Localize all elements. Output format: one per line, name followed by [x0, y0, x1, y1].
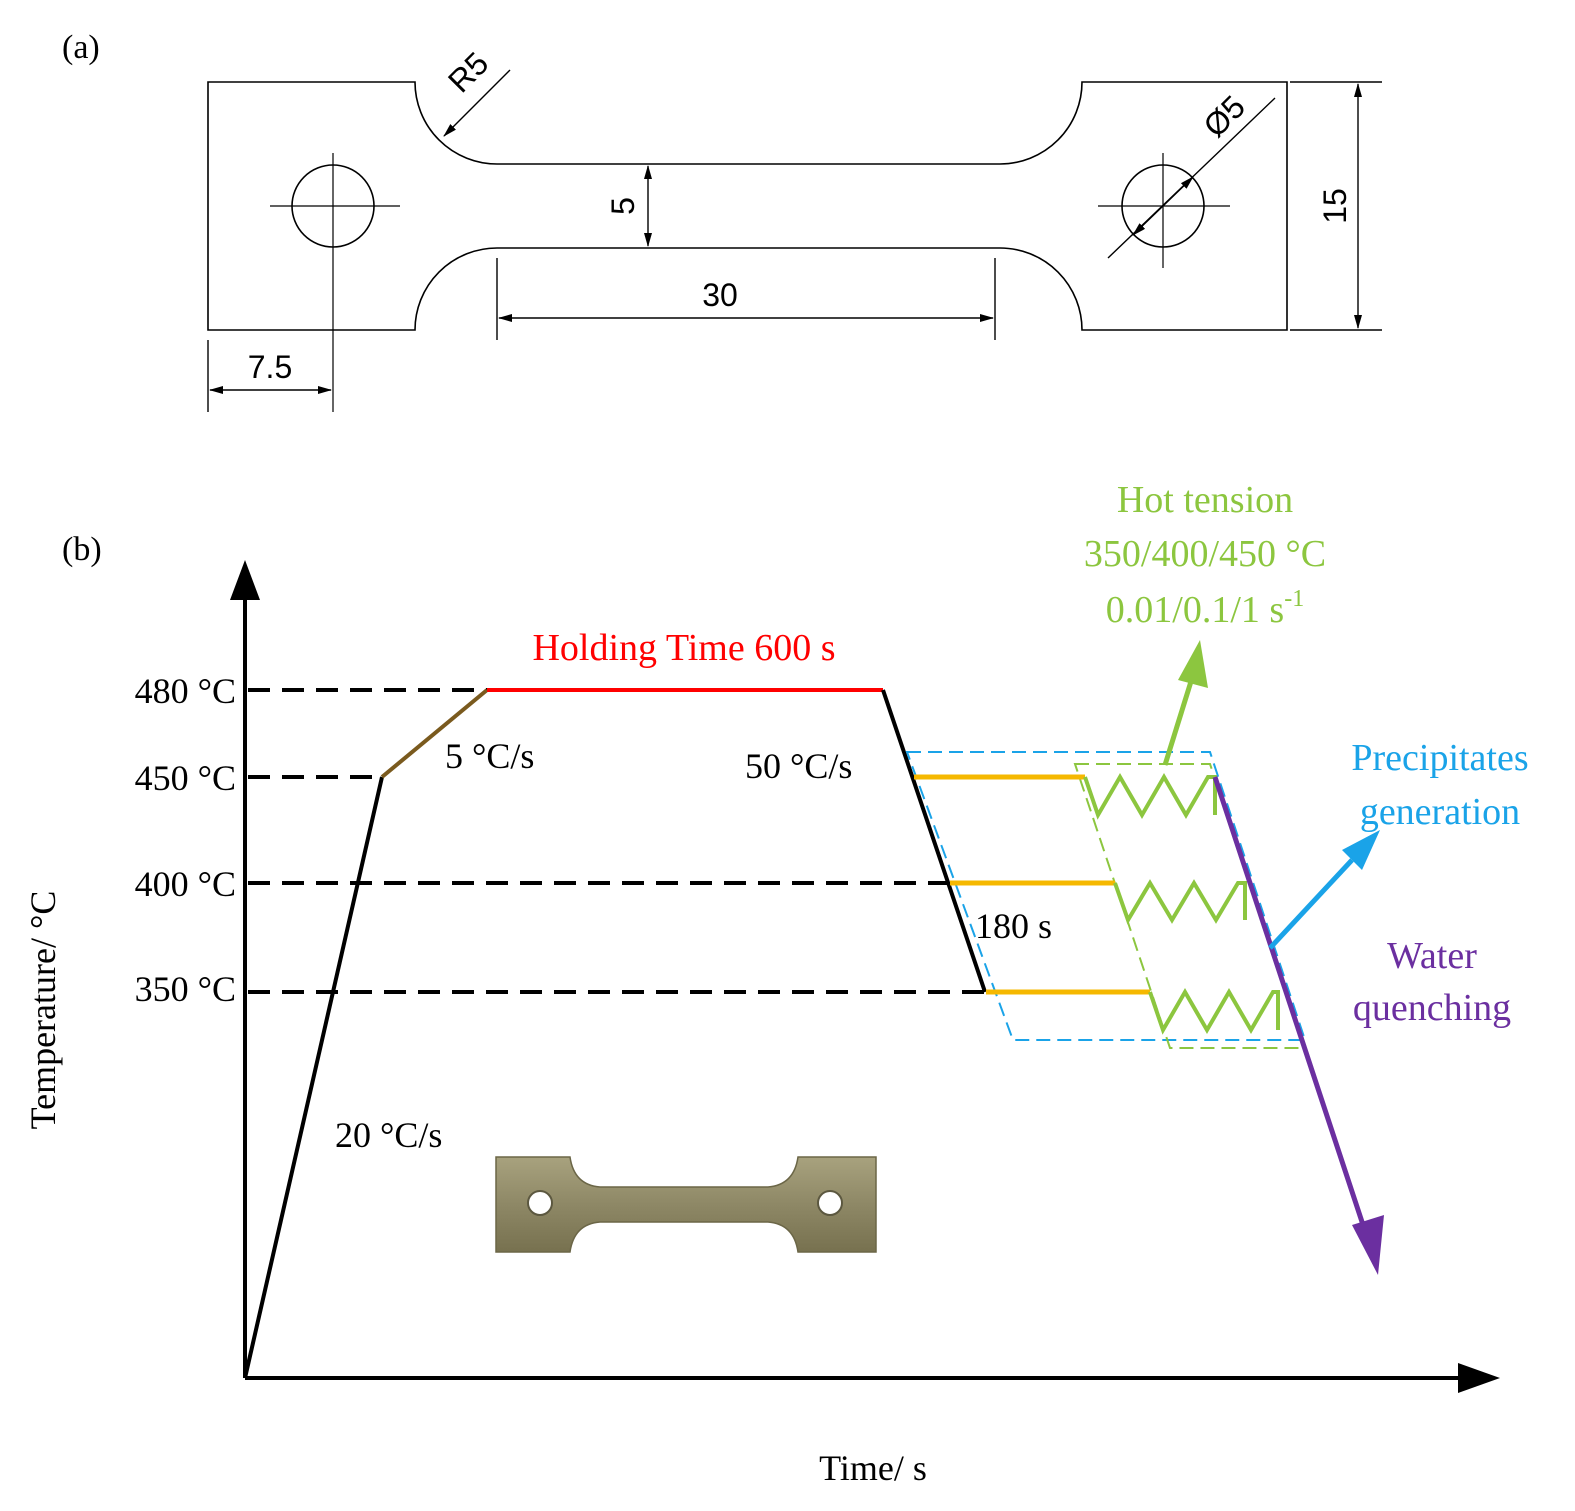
heating-segment-slow [380, 688, 489, 779]
heating-rate-slow-label: 5 °C/s [445, 736, 534, 776]
temp-label-480: 480 °C [135, 671, 236, 711]
quench-label-2: quenching [1353, 987, 1511, 1029]
precipitates-region [905, 751, 1307, 1041]
heating-rate-fast-label: 20 °C/s [335, 1115, 442, 1155]
hole-offset-label: 7.5 [248, 349, 292, 385]
quench-line [1212, 776, 1371, 1241]
right-hole-centerlines [1098, 153, 1230, 268]
panel-a-label: (a) [62, 29, 100, 66]
isothermal-holds [914, 774, 1150, 995]
gauge-width-label: 5 [605, 197, 641, 215]
quench-label-1: Water [1387, 935, 1477, 977]
gauge-length-label: 30 [702, 277, 738, 313]
specimen-photo [495, 1156, 877, 1253]
hot-tension-arrowhead [1178, 640, 1208, 688]
precipitates-label-1: Precipitates [1351, 737, 1528, 779]
zigzag-400 [1113, 879, 1247, 925]
zigzag-450 [1083, 773, 1217, 820]
hole-offset-dimension [207, 340, 332, 412]
hot-tension-rates-text: 0.01/0.1/1 s [1106, 589, 1284, 631]
x-axis-label: Time/ s [819, 1448, 927, 1488]
zigzag-350 [1148, 988, 1280, 1035]
x-axis-arrowhead [1458, 1363, 1500, 1393]
temp-label-450: 450 °C [135, 758, 236, 798]
left-hole-centerlines [270, 153, 400, 412]
tension-hold-label: 180 s [975, 906, 1052, 946]
quench-arrowhead [1352, 1215, 1384, 1275]
r5-label: R5 [441, 45, 495, 99]
r5-leader [443, 69, 511, 137]
heating-segment-fast [243, 776, 384, 1379]
hot-tension-rates-sup: -1 [1284, 586, 1304, 612]
y-axis-label: Temperature/ °C [23, 891, 63, 1130]
precipitates-arrow [1268, 858, 1354, 950]
hot-tension-rates: 0.01/0.1/1 s-1 [1106, 586, 1304, 631]
temp-label-350: 350 °C [135, 969, 236, 1009]
diameter-arrow-1 [1162, 176, 1194, 207]
y-axis-arrowhead [230, 560, 260, 600]
hot-tension-temps: 350/400/450 °C [1084, 533, 1326, 575]
hot-tension-arrow [1162, 674, 1196, 766]
precipitates-label-2: generation [1360, 791, 1520, 833]
panel-b: (b) Temperature/ °C Time/ s 480 °C 450 °… [23, 479, 1529, 1488]
hot-tension-title: Hot tension [1117, 479, 1293, 521]
tension-zigzags [1083, 773, 1280, 1035]
gauge-length-dimension [496, 258, 996, 340]
precipitates-arrowhead [1342, 830, 1380, 870]
diameter-arrow-2 [1132, 205, 1164, 236]
specimen-outline [207, 81, 1288, 331]
panel-a: (a) R5 Ø5 15 [62, 29, 1382, 412]
width-dimension [1290, 81, 1382, 331]
cooling-segment [881, 689, 987, 993]
temp-label-400: 400 °C [135, 864, 236, 904]
panel-b-label: (b) [62, 531, 102, 568]
cooling-rate-label: 50 °C/s [745, 746, 852, 786]
holding-label: Holding Time 600 s [532, 627, 835, 669]
diameter-label: Ø5 [1196, 88, 1252, 144]
temperature-guides [248, 688, 985, 994]
width-label: 15 [1317, 188, 1353, 224]
